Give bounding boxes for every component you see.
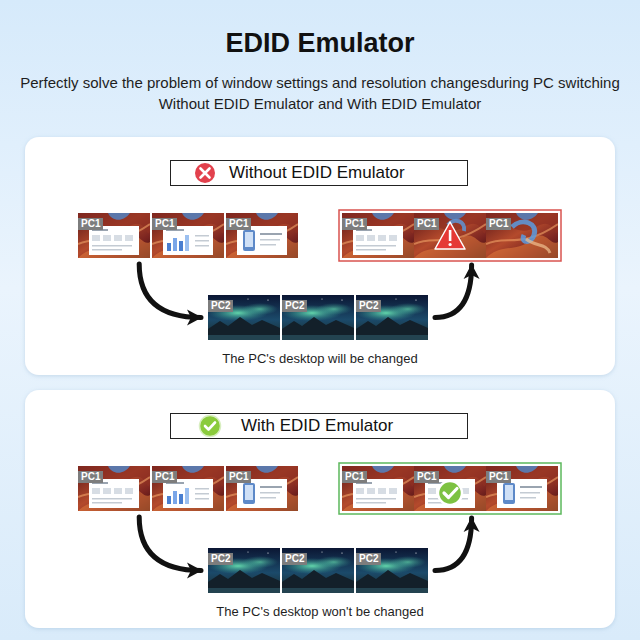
- screen-label: PC1: [342, 218, 367, 230]
- screen-label: PC2: [208, 553, 233, 565]
- screen-thumbnail: PC1: [414, 466, 486, 511]
- screen-thumbnail: PC2: [208, 295, 280, 340]
- screen-label: PC2: [356, 300, 381, 312]
- page-subtitle: Perfectly solve the problem of window se…: [20, 72, 620, 114]
- screen-label: PC1: [78, 471, 103, 483]
- screen-label: PC2: [282, 300, 307, 312]
- page-title: EDID Emulator: [20, 28, 620, 59]
- switch-arrow: [139, 517, 201, 571]
- screen-label: PC1: [486, 471, 511, 483]
- screen-thumbnail: PC1: [342, 466, 414, 511]
- screen-thumbnail: PC1: [414, 213, 486, 258]
- screen-thumbnail: PC2: [356, 548, 428, 593]
- screen-thumbnail: PC1: [152, 466, 224, 511]
- screen-label: PC1: [414, 218, 439, 230]
- screen-label: PC1: [152, 471, 177, 483]
- screen-thumbnail: PC1: [226, 213, 298, 258]
- heading-text: With EDID Emulator: [241, 414, 393, 438]
- screen-label: PC2: [282, 553, 307, 565]
- screen-thumbnail: PC1: [226, 466, 298, 511]
- screen-label: PC1: [78, 218, 103, 230]
- screen-thumbnail: PC2: [356, 295, 428, 340]
- screen-thumbnail: PC1: [486, 466, 558, 511]
- screen-label: PC1: [226, 218, 251, 230]
- screen-thumbnail: PC2: [208, 548, 280, 593]
- switch-arrow: [139, 264, 201, 318]
- screen-label: PC1: [152, 218, 177, 230]
- heading-text: Without EDID Emulator: [229, 161, 405, 185]
- panel-note: The PC's desktop won't be changed: [25, 604, 615, 619]
- screen-thumbnail: PC1: [78, 466, 150, 511]
- switch-arrow: [435, 265, 472, 318]
- screen-thumbnail: PC1: [78, 213, 150, 258]
- screen-thumbnail: PC2: [282, 548, 354, 593]
- screen-thumbnail: PC1: [342, 213, 414, 258]
- comparison-panel: The PC's desktop won't be changed With ED…: [25, 390, 615, 628]
- screen-thumbnail: PC2: [282, 295, 354, 340]
- section-heading-box: Without EDID Emulator: [170, 160, 468, 186]
- screen-label: PC1: [486, 218, 511, 230]
- screen-label: PC2: [356, 553, 381, 565]
- section-heading-box: With EDID Emulator: [170, 413, 468, 439]
- switch-arrow: [435, 518, 472, 571]
- screen-thumbnail: PC1: [152, 213, 224, 258]
- screen-thumbnail: PC1: [486, 213, 558, 258]
- screen-label: PC1: [414, 471, 439, 483]
- screen-label: PC1: [342, 471, 367, 483]
- screen-label: PC1: [226, 471, 251, 483]
- screen-label: PC2: [208, 300, 233, 312]
- comparison-panel: The PC's desktop will be changed Without …: [25, 137, 615, 375]
- panel-note: The PC's desktop will be changed: [25, 351, 615, 366]
